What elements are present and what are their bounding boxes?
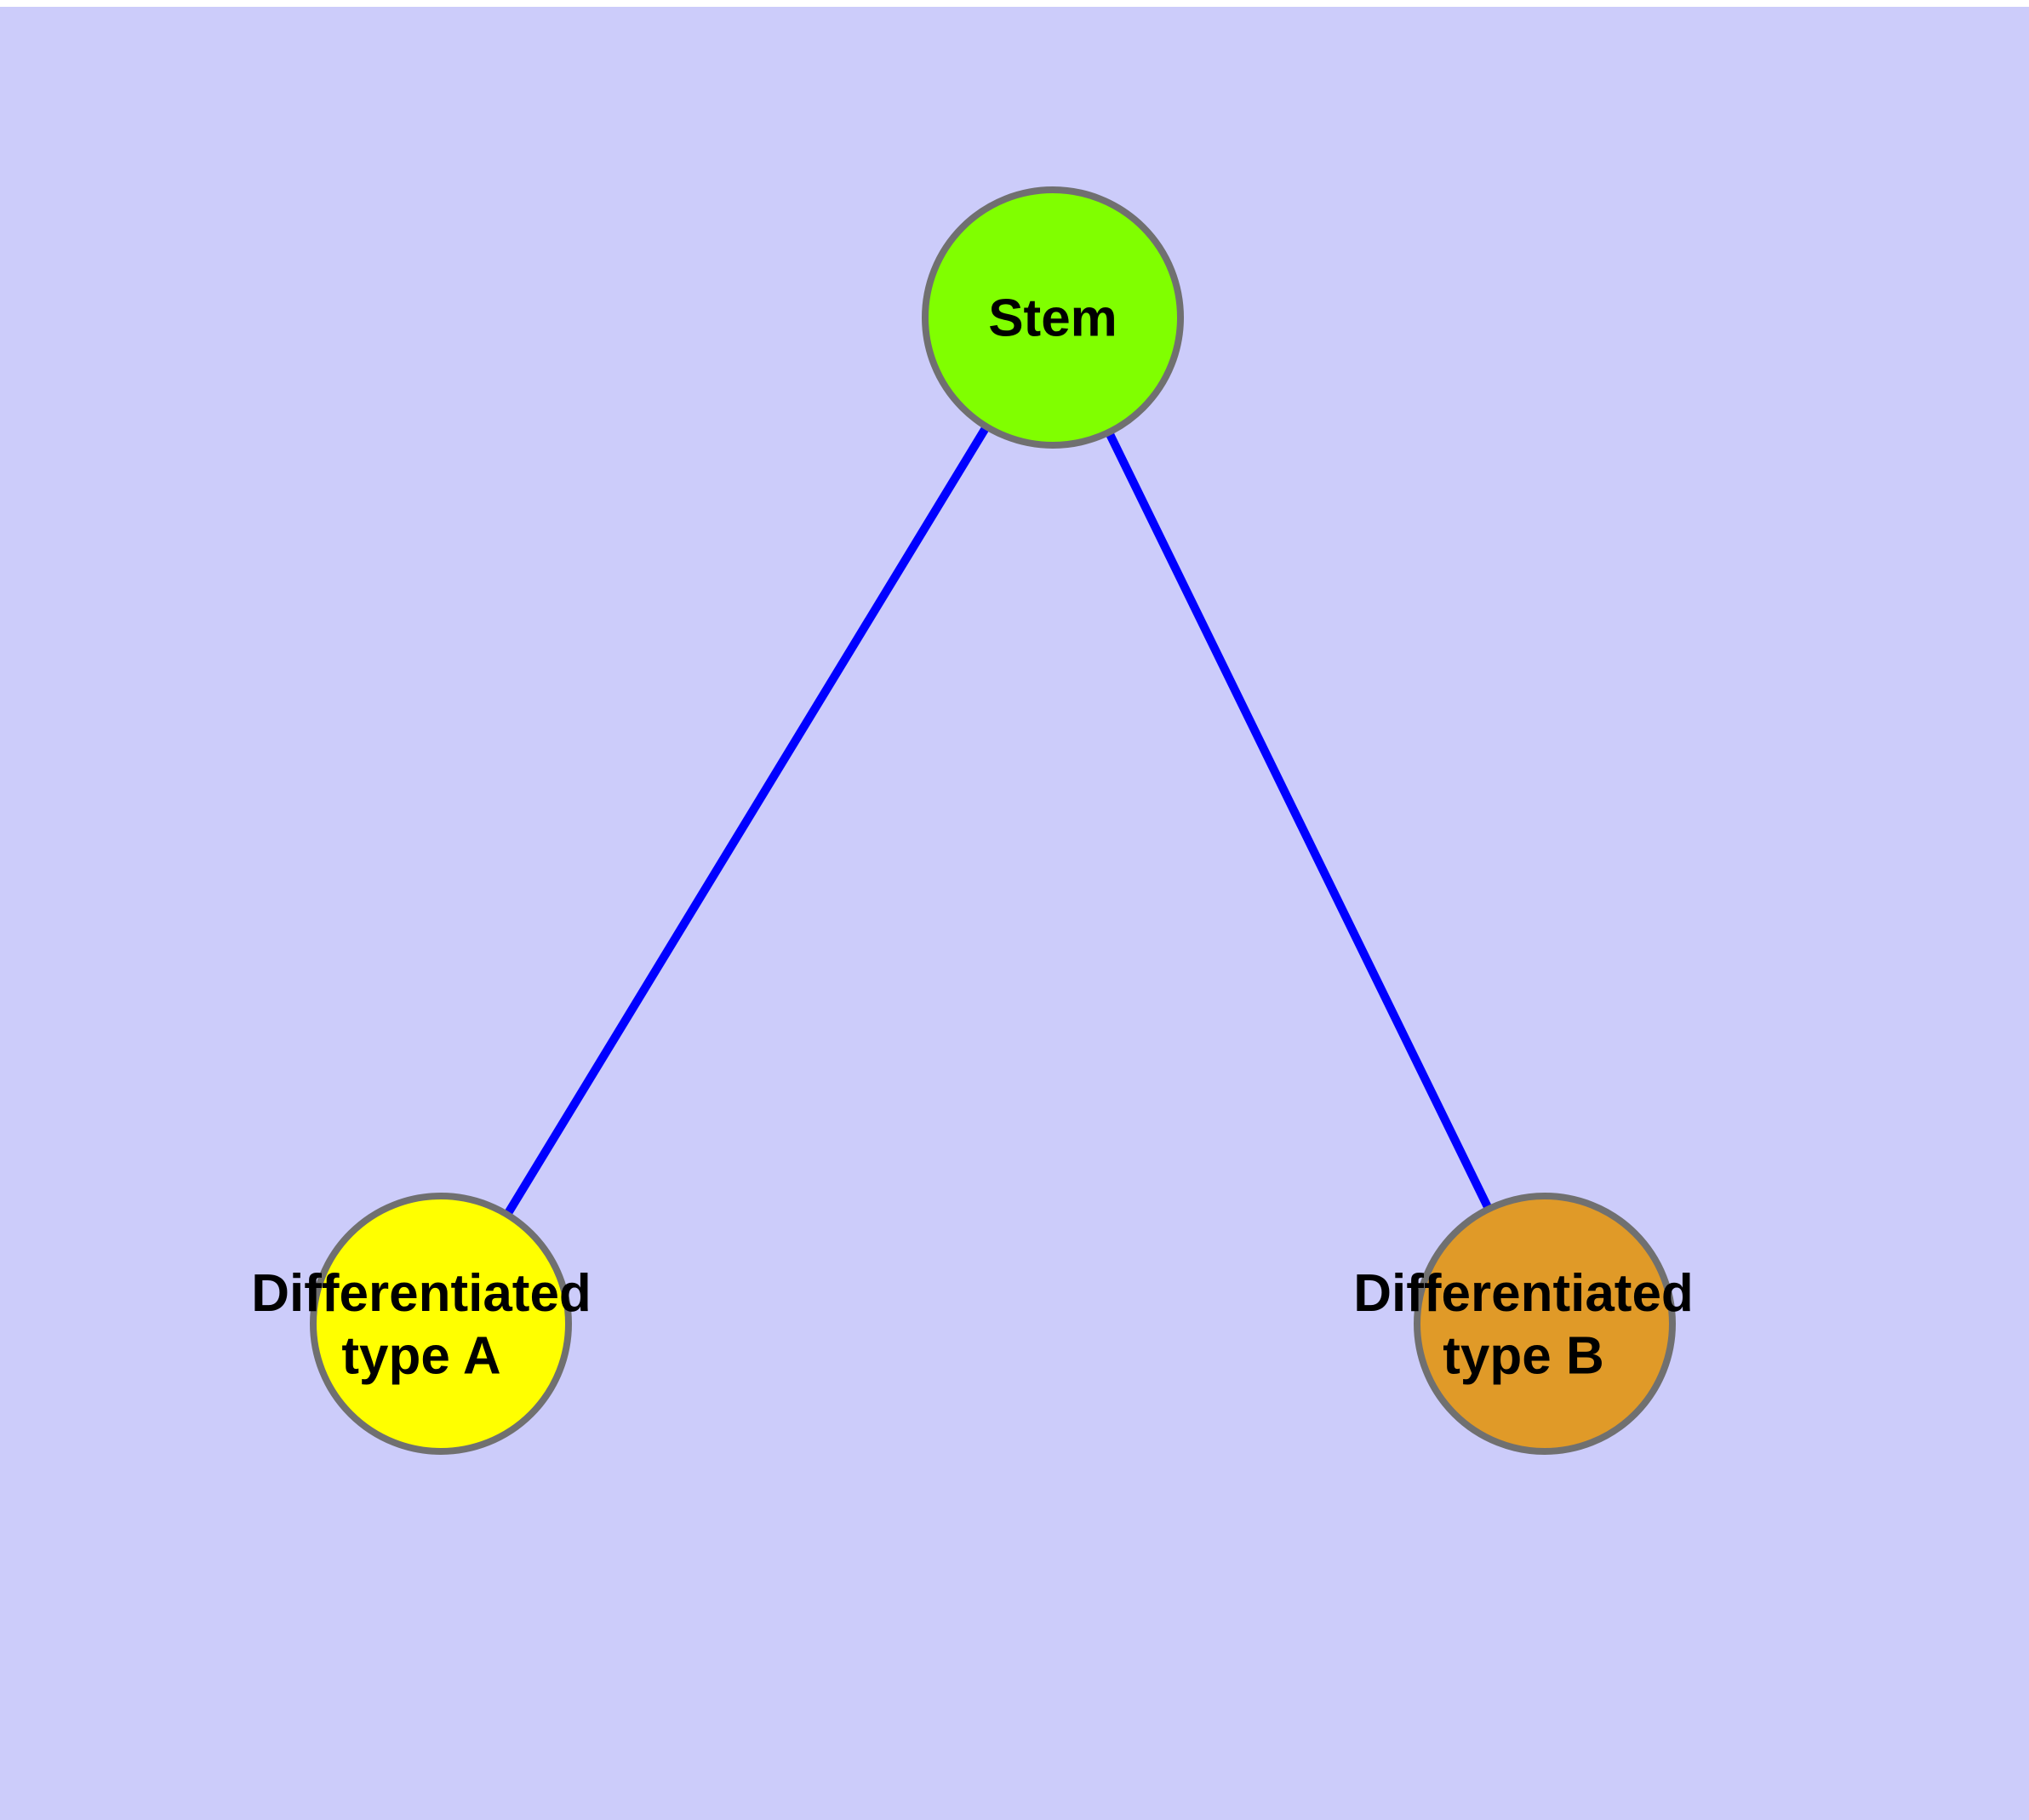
nodes-layer: [310, 186, 1676, 1455]
graph-node-stem[interactable]: [922, 186, 1184, 449]
graph-node-label-line: type A: [341, 1326, 500, 1385]
graph-node-diff_b[interactable]: [1414, 1193, 1676, 1455]
graph-node-label-line: Stem: [988, 289, 1117, 348]
graph-edge-stem-diff_b: [1049, 315, 1549, 1326]
edges-layer: [437, 315, 1549, 1326]
graph-node-label-stem: Stem: [988, 289, 1117, 348]
graph-node-label-line: type B: [1443, 1326, 1603, 1385]
graph-node-label-line: Differentiated: [251, 1264, 592, 1323]
graph-node-diff_a[interactable]: [310, 1193, 572, 1455]
graph-edge-stem-diff_a: [437, 315, 1057, 1326]
graph-node-label-line: Differentiated: [1353, 1264, 1694, 1323]
